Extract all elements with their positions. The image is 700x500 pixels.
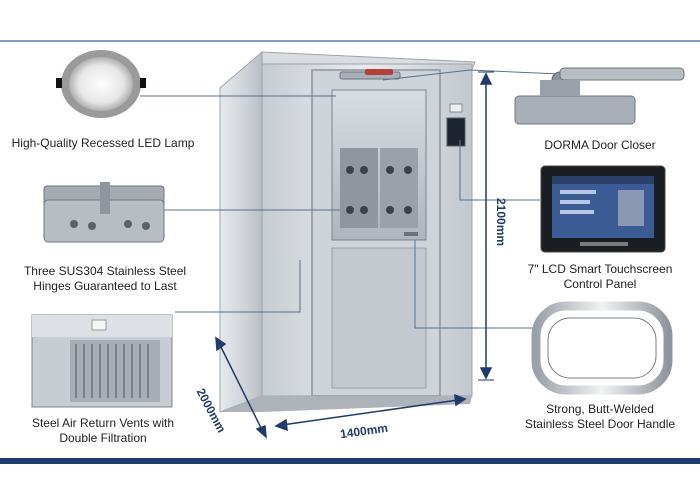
bottom-bar	[0, 458, 700, 464]
top-divider	[0, 40, 700, 42]
door-closer-thumbnail	[514, 67, 685, 125]
handle-label-line2: Stainless Steel Door Handle	[524, 417, 676, 431]
vents-label-line1: Steel Air Return Vents with	[31, 416, 175, 430]
led-lamp-thumbnail	[56, 50, 146, 118]
vents-label-line2: Double Filtration	[59, 431, 147, 445]
door-handle-thumbnail	[531, 301, 673, 395]
dimension-arrows	[215, 71, 494, 439]
led-lamp-label: High-Quality Recessed LED Lamp	[11, 136, 195, 150]
hinge-thumbnail	[43, 182, 165, 243]
hinges-label-line2: Hinges Guaranteed to Last	[33, 279, 177, 293]
lcd-label-line2: Control Panel	[563, 277, 637, 291]
handle-label-line1: Strong, Butt-Welded	[546, 402, 654, 416]
air-shower-cabinet	[219, 50, 476, 413]
hinges-label-line1: Three SUS304 Stainless Steel	[23, 264, 187, 278]
leader-lines	[140, 69, 561, 329]
height-dimension-label: 2100mm	[494, 198, 508, 247]
lcd-label-line1: 7" LCD Smart Touchscreen	[527, 262, 673, 276]
vents-thumbnail	[31, 314, 173, 408]
door-closer-label: DORMA Door Closer	[544, 138, 656, 152]
lcd-panel-thumbnail	[540, 165, 666, 253]
top-bar	[0, 0, 700, 40]
